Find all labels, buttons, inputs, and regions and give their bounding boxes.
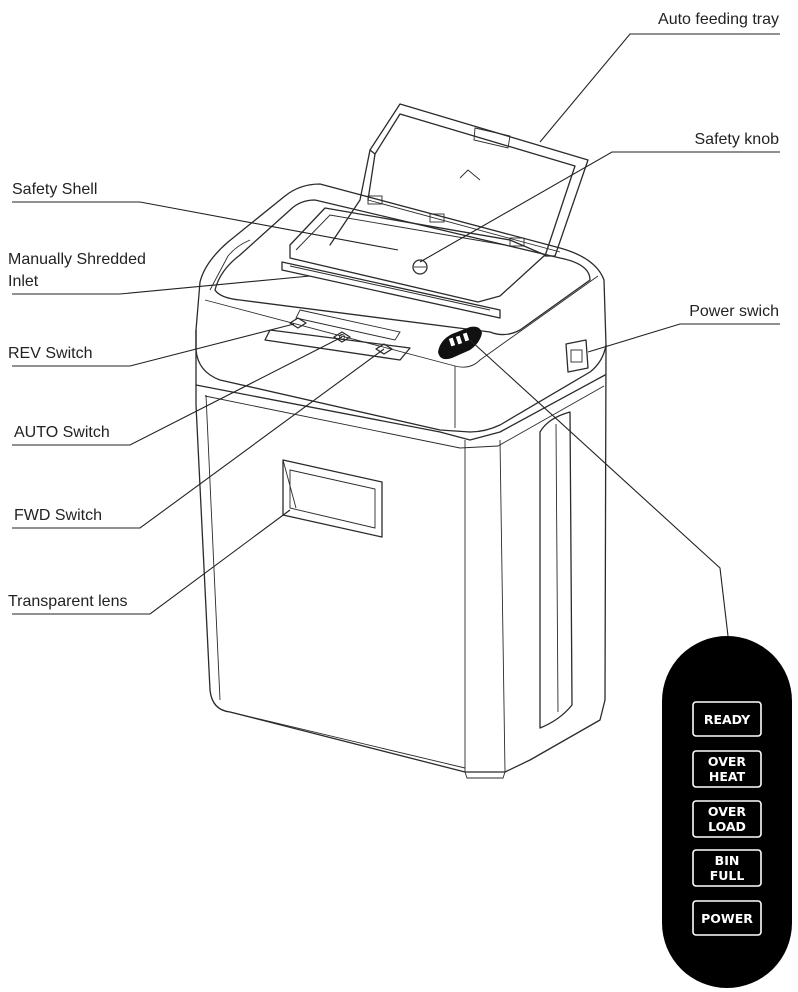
- label-fwd-switch: FWD Switch: [14, 507, 102, 524]
- indicator-over-heat: OVER HEAT: [692, 750, 762, 788]
- svg-text:LOAD: LOAD: [708, 819, 746, 834]
- svg-text:HEAT: HEAT: [709, 769, 746, 784]
- svg-text:READY: READY: [704, 712, 751, 727]
- indicator-ready: READY: [692, 701, 762, 737]
- indicator-power: POWER: [692, 900, 762, 936]
- shredder-illustration: [195, 103, 607, 779]
- indicator-over-load: OVER LOAD: [692, 800, 762, 838]
- safety-shell: [289, 207, 546, 303]
- svg-text:OVER: OVER: [708, 804, 747, 819]
- label-safety-shell: Safety Shell: [12, 181, 97, 198]
- shredder-head: [195, 183, 607, 433]
- auto-feeding-tray: [369, 103, 589, 257]
- label-rev-switch: REV Switch: [8, 345, 92, 362]
- transparent-lens: [282, 459, 383, 538]
- label-auto-switch: AUTO Switch: [14, 424, 110, 441]
- indicator-panel-body: [662, 636, 792, 988]
- svg-text:POWER: POWER: [701, 911, 753, 926]
- label-power-switch: Power swich: [689, 303, 779, 320]
- fwd-switch: [375, 343, 393, 355]
- label-auto-feeding-tray: Auto feeding tray: [658, 11, 779, 28]
- label-manual-inlet-1: Manually Shredded: [8, 251, 146, 268]
- safety-knob: [412, 259, 428, 275]
- svg-text:OVER: OVER: [708, 754, 747, 769]
- indicator-panel: READY OVER HEAT OVER LOAD BIN FULL POWER: [662, 636, 792, 988]
- svg-text:BIN: BIN: [715, 853, 740, 868]
- leader-lines: [12, 33, 780, 637]
- side-grip: [539, 411, 573, 729]
- bin-body: [195, 329, 607, 773]
- label-manual-inlet-2: Inlet: [8, 273, 39, 290]
- svg-text:FULL: FULL: [710, 868, 745, 883]
- auto-switch: [333, 331, 351, 343]
- indicator-bin-full: BIN FULL: [692, 849, 762, 887]
- power-switch: [565, 339, 589, 373]
- manual-inlet: [281, 261, 501, 319]
- label-transparent-lens: Transparent lens: [8, 593, 127, 610]
- rev-switch: [289, 317, 307, 329]
- callout-labels: Auto feeding tray Safety knob Safety She…: [8, 11, 779, 610]
- label-safety-knob: Safety knob: [695, 131, 780, 148]
